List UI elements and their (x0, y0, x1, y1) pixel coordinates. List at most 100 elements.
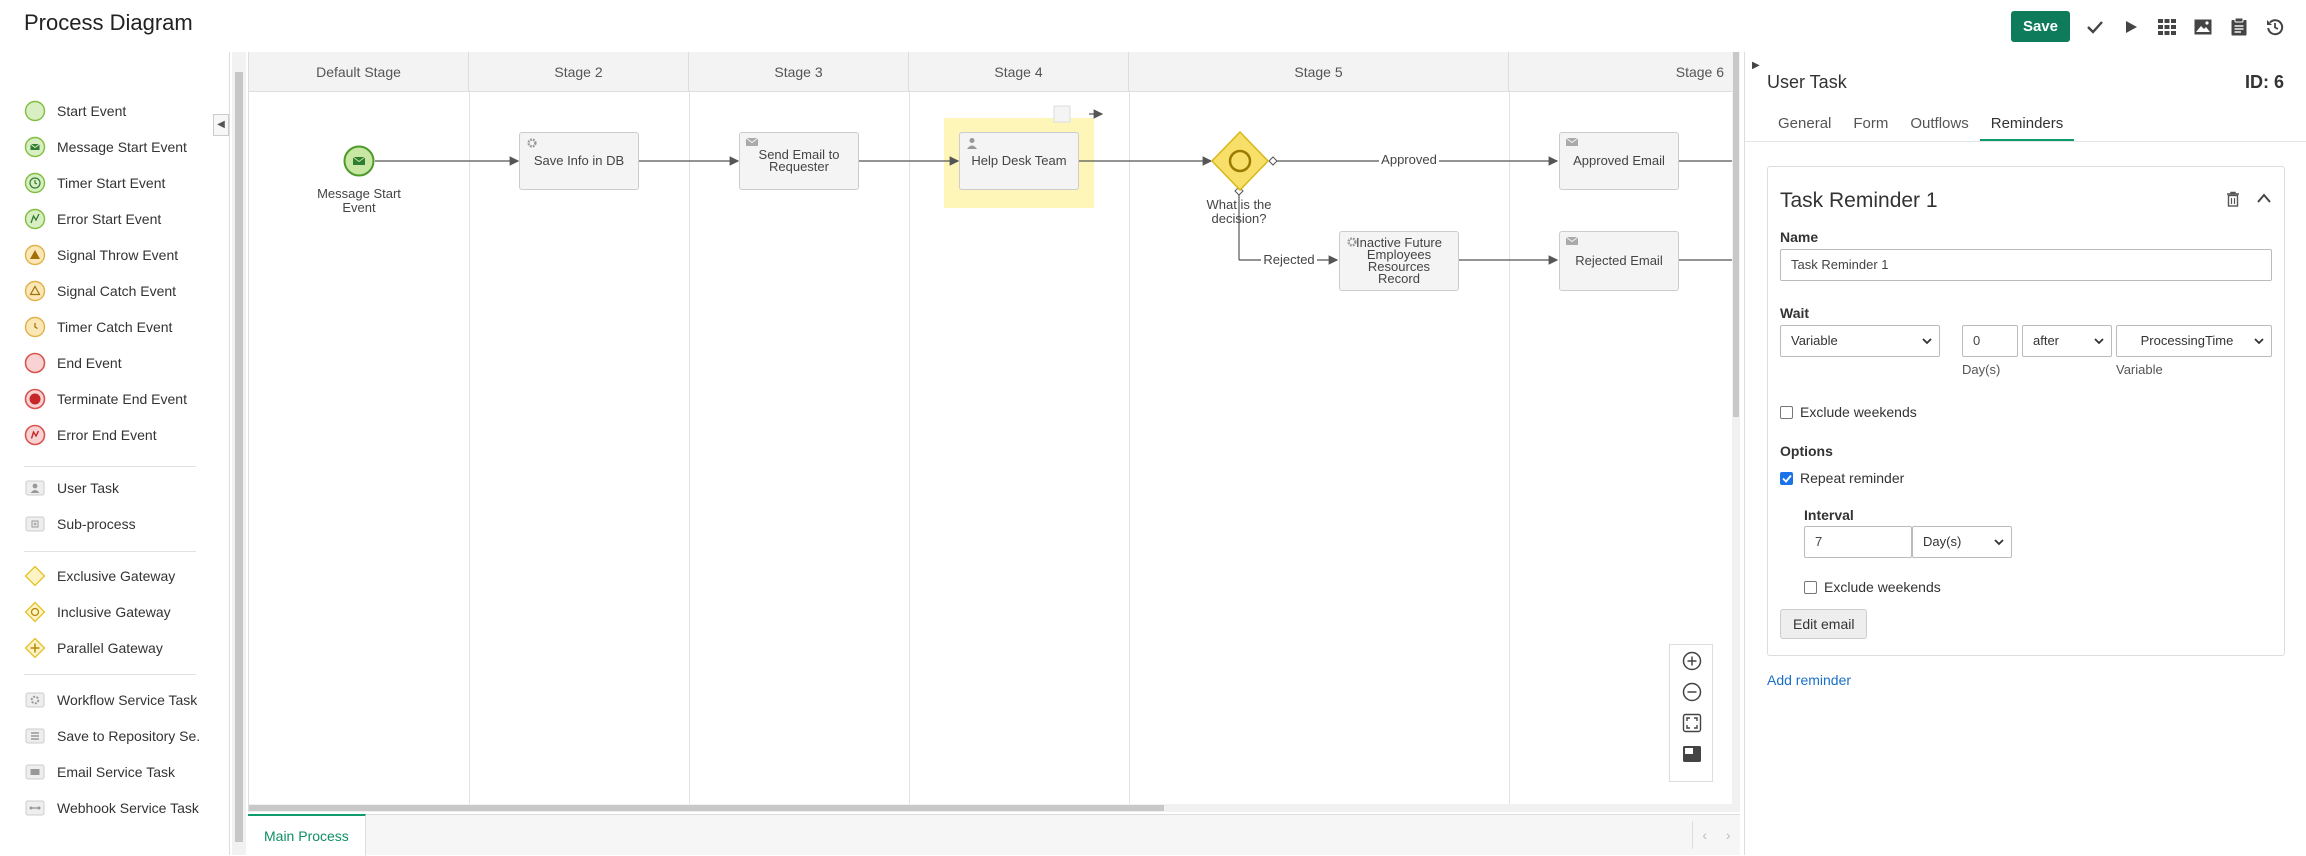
scrollbar-thumb[interactable] (1733, 52, 1739, 417)
inclusive-gateway-icon (1210, 130, 1270, 192)
collapse-panel-icon[interactable]: ▶ (1752, 60, 1760, 71)
exclusive-gateway-shape[interactable] (1210, 130, 1270, 197)
palette-item-user-task[interactable]: User Task (24, 470, 200, 506)
wait-relation-select[interactable]: after (2022, 325, 2112, 357)
stage-header[interactable]: Stage 2 (469, 52, 689, 92)
interval-unit-select[interactable]: Day(s) (1912, 526, 2012, 558)
palette-item-terminate-end-event[interactable]: Terminate End Event (24, 381, 200, 417)
palette-item-parallel-gateway[interactable]: Parallel Gateway (24, 630, 200, 666)
palette-item-save-to-repository[interactable]: Save to Repository Se... (24, 718, 200, 754)
image-icon[interactable] (2192, 16, 2214, 38)
task-approved-email[interactable]: Approved Email (1559, 132, 1679, 190)
palette-item-label: Error Start Event (57, 211, 162, 227)
palette-events: Start Event Message Start Event Timer St… (24, 93, 200, 453)
chevron-up-icon[interactable] (2256, 191, 2272, 212)
palette-item-webhook-service-task[interactable]: Webhook Service Task (24, 790, 200, 826)
palette-item-exclusive-gateway[interactable]: Exclusive Gateway (24, 558, 200, 594)
collapse-palette-button[interactable]: ◀ (213, 114, 229, 136)
add-reminder-link[interactable]: Add reminder (1767, 672, 1852, 688)
wait-type-select[interactable]: Variable (1780, 325, 1940, 357)
clipboard-icon[interactable] (2228, 16, 2250, 38)
palette-item-timer-start-event[interactable]: Timer Start Event (24, 165, 200, 201)
flow-label-rejected[interactable]: Rejected (1261, 253, 1317, 267)
task-rejected-email[interactable]: Rejected Email (1559, 231, 1679, 291)
message-start-event-icon (24, 136, 46, 158)
scrollbar-thumb[interactable] (249, 805, 1164, 811)
palette-item-sub-process[interactable]: Sub-process (24, 506, 200, 542)
user-icon (967, 138, 977, 149)
zoom-in-button[interactable] (1670, 645, 1714, 676)
chevron-right-icon[interactable]: › (1725, 827, 1731, 843)
interval-input[interactable]: 7 (1804, 526, 1912, 558)
palette-item-signal-throw-event[interactable]: Signal Throw Event (24, 237, 200, 273)
gear-icon (1347, 237, 1357, 247)
grid-icon[interactable] (2156, 16, 2178, 38)
tab-outflows[interactable]: Outflows (1910, 115, 1969, 132)
canvas-vertical-scrollbar[interactable] (1732, 52, 1740, 812)
palette-item-start-event[interactable]: Start Event (24, 93, 200, 129)
tab-general[interactable]: General (1778, 115, 1832, 132)
palette-divider (24, 674, 196, 675)
task-help-desk[interactable]: Help Desk Team (959, 132, 1079, 190)
play-icon[interactable] (2120, 16, 2142, 38)
tab-form[interactable]: Form (1853, 115, 1889, 132)
message-start-event-icon (343, 145, 375, 177)
message-start-event-shape[interactable] (343, 145, 375, 182)
diagram-canvas[interactable]: Default Stage Stage 2 Stage 3 Stage 4 St… (248, 52, 1740, 812)
checkmark-icon[interactable] (2084, 16, 2106, 38)
palette-item-error-end-event[interactable]: Error End Event (24, 417, 200, 453)
chevron-down-icon (1922, 338, 1932, 345)
reminder-name-input[interactable]: Task Reminder 1 (1780, 249, 2272, 281)
palette-item-signal-catch-event[interactable]: Signal Catch Event (24, 273, 200, 309)
gear-icon (527, 138, 537, 148)
zoom-out-icon (1682, 682, 1702, 701)
edit-email-button[interactable]: Edit email (1780, 609, 1868, 639)
stage-header[interactable]: Stage 3 (689, 52, 909, 92)
palette-item-error-start-event[interactable]: Error Start Event (24, 201, 200, 237)
palette-item-workflow-service-task[interactable]: Workflow Service Task (24, 682, 200, 718)
palette-divider (24, 551, 196, 552)
palette-tasks: User Task Sub-process (24, 470, 200, 542)
repeat-reminder-checkbox[interactable]: Repeat reminder (1780, 470, 1904, 486)
stage-divider (1129, 92, 1130, 812)
palette-item-email-service-task[interactable]: Email Service Task (24, 754, 200, 790)
stage-header[interactable]: Stage 6 (1509, 52, 1740, 92)
exclude-weekends-checkbox[interactable]: Exclude weekends (1780, 404, 1917, 420)
checkbox-box-checked[interactable] (1780, 471, 1793, 485)
palette-item-message-start-event[interactable]: Message Start Event (24, 129, 200, 165)
process-tab-bar: Main Process ‹ › (248, 814, 1740, 856)
tabs-divider (1745, 141, 2306, 142)
palette-item-inclusive-gateway[interactable]: Inclusive Gateway (24, 594, 200, 630)
stage-header[interactable]: Stage 5 (1129, 52, 1509, 92)
tab-main-process[interactable]: Main Process (248, 814, 366, 856)
canvas-horizontal-scrollbar[interactable] (249, 804, 1740, 812)
chevron-left-icon[interactable]: ‹ (1702, 827, 1708, 843)
checkbox-label: Exclude weekends (1824, 579, 1941, 595)
stage-header[interactable]: Stage 4 (909, 52, 1129, 92)
checkbox-box[interactable] (1780, 405, 1793, 419)
interval-exclude-weekends-checkbox[interactable]: Exclude weekends (1804, 579, 1941, 595)
task-send-email[interactable]: Send Email to Requester (739, 132, 859, 190)
palette-gateways: Exclusive Gateway Inclusive Gateway Para… (24, 558, 200, 666)
fit-to-screen-button[interactable] (1670, 707, 1714, 738)
palette-scrollbar[interactable] (232, 52, 246, 855)
scrollbar-thumb[interactable] (235, 72, 243, 842)
task-inactive-future-employees[interactable]: Inactive Future Employees Resources Reco… (1339, 231, 1459, 291)
task-save-info[interactable]: Save Info in DB (519, 132, 639, 190)
wait-amount-input[interactable]: 0 (1962, 325, 2018, 357)
tab-reminders[interactable]: Reminders (1979, 112, 2075, 142)
save-button[interactable]: Save (2010, 11, 2070, 42)
zoom-out-button[interactable] (1670, 676, 1714, 707)
delete-icon[interactable] (2226, 191, 2240, 212)
flow-label-approved[interactable]: Approved (1379, 153, 1439, 167)
palette-item-label: Exclusive Gateway (57, 568, 176, 584)
palette-item-timer-catch-event[interactable]: Timer Catch Event (24, 309, 200, 345)
history-icon[interactable] (2264, 16, 2286, 38)
palette-item-label: Save to Repository Se... (57, 728, 200, 744)
wait-variable-select[interactable]: ProcessingTime (2116, 325, 2272, 357)
stage-header[interactable]: Default Stage (249, 52, 469, 92)
palette-item-label: Signal Catch Event (57, 283, 177, 299)
checkbox-box[interactable] (1804, 580, 1817, 594)
palette-item-end-event[interactable]: End Event (24, 345, 200, 381)
minimap-button[interactable] (1670, 738, 1714, 769)
